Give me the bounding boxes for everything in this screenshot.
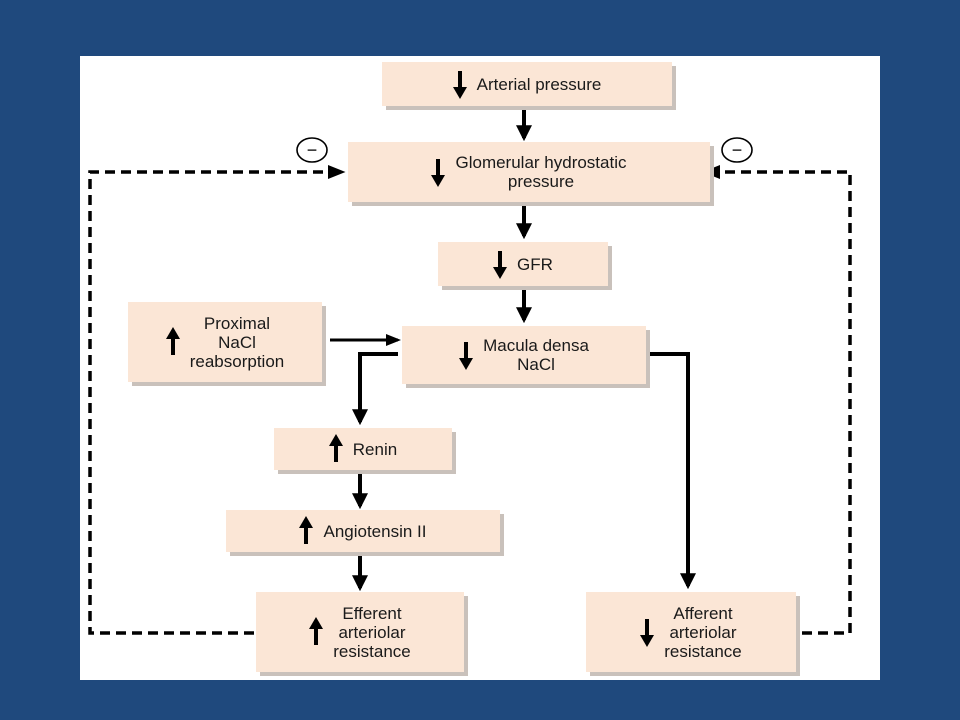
node-glomerular-hydrostatic-pressure: Glomerular hydrostatic pressure <box>348 142 710 202</box>
node-label: Angiotensin II <box>323 521 427 541</box>
negative-sign-right: − <box>721 137 753 163</box>
negative-sign-left: − <box>296 137 328 163</box>
node-label: GFR <box>517 254 553 274</box>
node-label: Arterial pressure <box>476 74 602 94</box>
node-label: Proximal NaCl reabsorption <box>189 313 285 371</box>
node-afferent-arteriolar-resistance: Afferent arteriolar resistance <box>586 592 796 672</box>
increase-arrow-icon <box>299 516 314 546</box>
node-proximal-nacl-reabsorption: Proximal NaCl reabsorption <box>128 302 322 382</box>
increase-arrow-icon <box>165 327 180 357</box>
node-renin: Renin <box>274 428 452 470</box>
decrease-arrow-icon <box>452 69 467 99</box>
diagram-panel: − − Arterial pressure Glomerular hydrost… <box>80 56 880 680</box>
feedback-loop-afferent <box>702 165 852 635</box>
node-efferent-arteriolar-resistance: Efferent arteriolar resistance <box>256 592 464 672</box>
node-label: Efferent arteriolar resistance <box>333 603 411 661</box>
node-label: Glomerular hydrostatic pressure <box>455 153 627 191</box>
node-label: Macula densa NaCl <box>483 336 589 374</box>
node-arterial-pressure: Arterial pressure <box>382 62 672 106</box>
arrow-macula-to-renin <box>352 352 398 426</box>
decrease-arrow-icon <box>459 340 474 370</box>
connector-layer: − − <box>88 104 852 635</box>
node-macula-densa-nacl: Macula densa NaCl <box>402 326 646 384</box>
increase-arrow-icon <box>309 617 324 647</box>
arrow-macula-to-afferent <box>648 352 696 590</box>
node-label: Afferent arteriolar resistance <box>664 603 742 661</box>
decrease-arrow-icon <box>493 249 508 279</box>
feedback-loop-efferent <box>88 165 346 635</box>
decrease-arrow-icon <box>431 157 446 187</box>
node-label: Renin <box>352 439 398 459</box>
decrease-arrow-icon <box>640 617 655 647</box>
node-angiotensin-ii: Angiotensin II <box>226 510 500 552</box>
increase-arrow-icon <box>328 434 343 464</box>
node-gfr: GFR <box>438 242 608 286</box>
negative-sign-left-text: − <box>307 140 318 160</box>
negative-sign-right-text: − <box>732 140 743 160</box>
